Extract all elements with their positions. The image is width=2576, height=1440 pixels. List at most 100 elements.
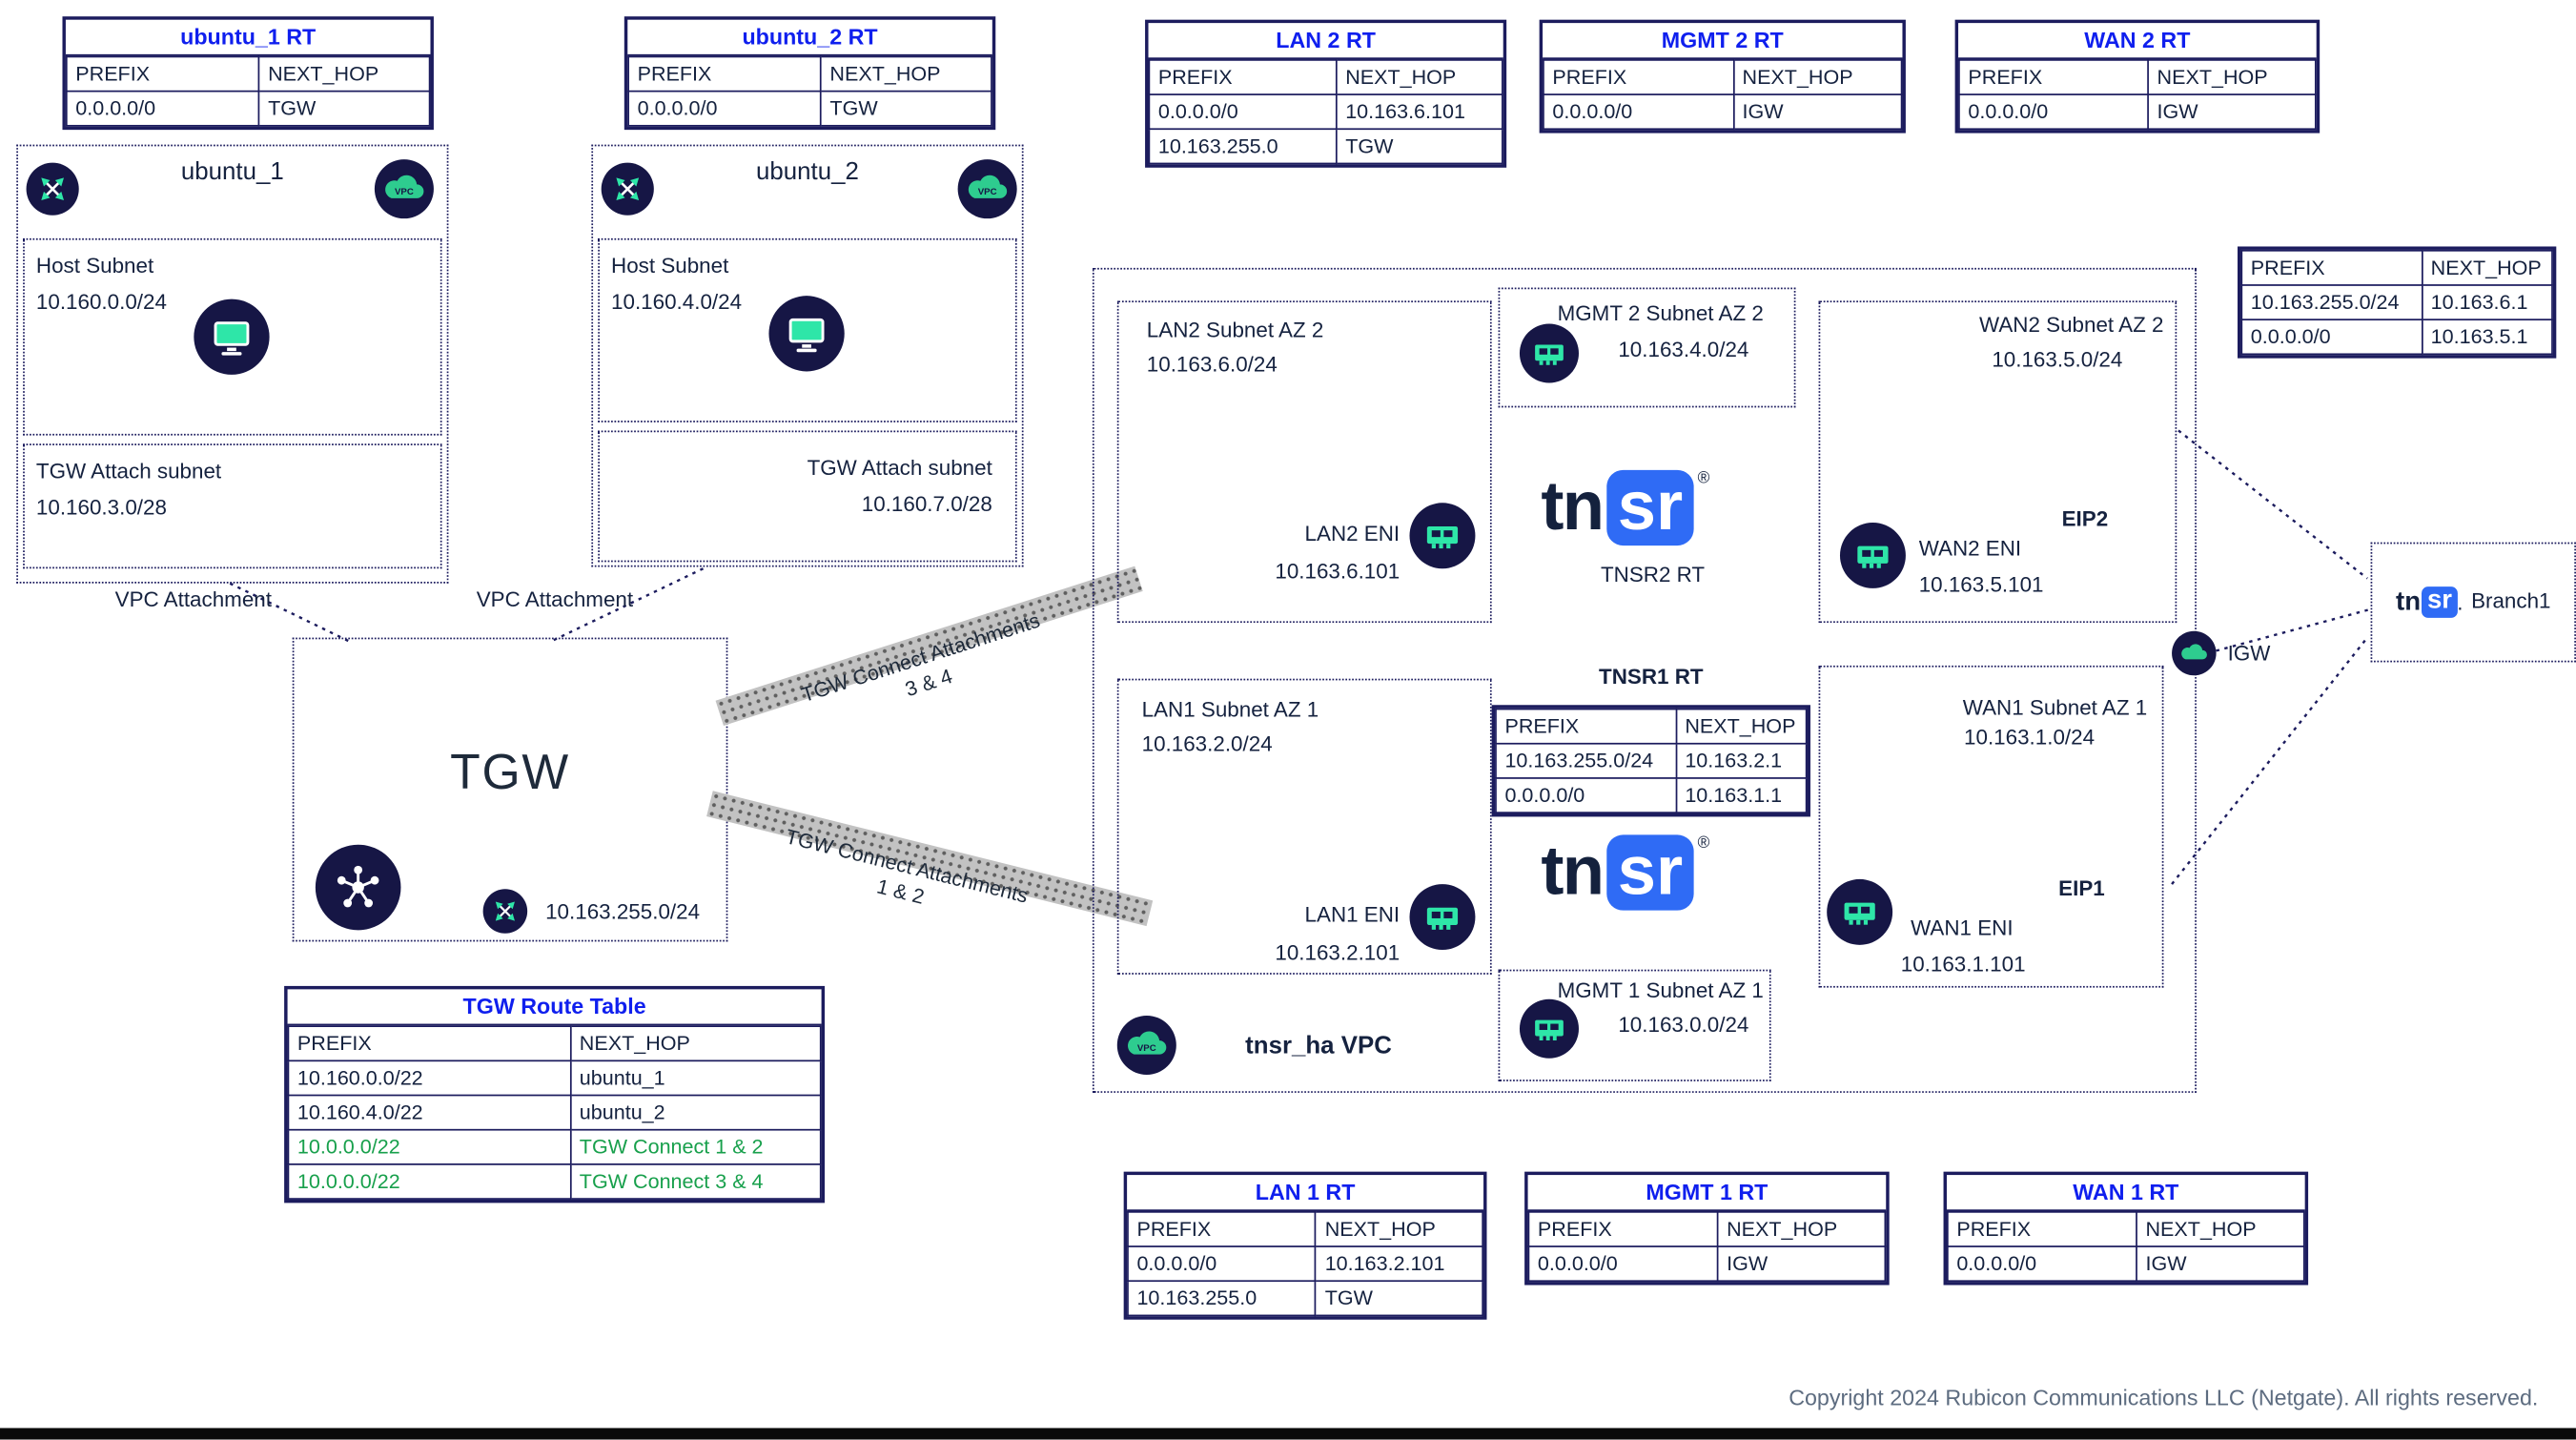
header-cell: PREFIX bbox=[65, 55, 260, 93]
prefix-cell: 0.0.0.0/0 bbox=[1127, 1245, 1318, 1283]
branch1-box: tn sr . Branch1 bbox=[2370, 542, 2576, 663]
eni-card-glyph bbox=[1535, 1019, 1564, 1041]
eip2-label: EIP2 bbox=[2061, 505, 2109, 531]
route-table-mgmt2: MGMT 2 RT PREFIX NEXT_HOP 0.0.0.0/0 IGW bbox=[1539, 19, 1906, 134]
header-cell: PREFIX bbox=[1495, 708, 1677, 745]
prefix-cell: 0.0.0.0/0 bbox=[1543, 93, 1734, 131]
nexthop-cell: ubuntu_1 bbox=[569, 1059, 822, 1097]
prefix-cell: 0.0.0.0/0 bbox=[1148, 93, 1338, 131]
subnet-box-mgmt2 bbox=[1498, 287, 1796, 408]
subnet-name: MGMT 2 Subnet AZ 2 bbox=[1557, 300, 1764, 326]
subnet-box-lan2 bbox=[1116, 300, 1492, 624]
subnet-name: MGMT 1 Subnet AZ 1 bbox=[1557, 977, 1764, 1003]
cross-arrows-glyph bbox=[41, 177, 64, 201]
prefix-cell: 10.160.0.0/22 bbox=[287, 1059, 572, 1097]
route-row: 10.163.255.0/24 10.163.6.1 bbox=[2240, 284, 2553, 321]
header-cell: NEXT_HOP bbox=[2136, 1210, 2305, 1247]
route-row: 0.0.0.0/0 10.163.2.101 bbox=[1127, 1245, 1484, 1283]
route-row: 10.0.0.0/22 TGW Connect 3 & 4 bbox=[287, 1163, 822, 1200]
route-row: 10.163.255.0 TGW bbox=[1127, 1280, 1484, 1317]
subnet-cidr: 10.163.1.0/24 bbox=[1964, 724, 2096, 750]
nexthop-cell: IGW bbox=[1732, 93, 1903, 131]
nexthop-cell: 10.163.1.1 bbox=[1674, 777, 1808, 813]
cross-arrows-icon bbox=[601, 162, 654, 216]
subnet-box-mgmt1 bbox=[1498, 969, 1771, 1081]
subnet-name: LAN2 Subnet AZ 2 bbox=[1146, 317, 1324, 342]
eni-card-glyph bbox=[1426, 907, 1459, 930]
route-table-title: WAN 2 RT bbox=[1958, 23, 2317, 60]
vpc-box-ubuntu1 bbox=[16, 144, 449, 584]
eni-card-icon bbox=[1409, 884, 1476, 951]
route-table-grid: PREFIX NEXT_HOP 0.0.0.0/0 TGW bbox=[65, 55, 431, 127]
cross-arrows-icon bbox=[482, 889, 528, 934]
eni-card-icon bbox=[1519, 323, 1579, 383]
route-table-title: ubuntu_2 RT bbox=[627, 20, 992, 56]
vpc-cloud-glyph: VPC bbox=[968, 175, 1008, 198]
nexthop-cell: TGW bbox=[1335, 128, 1503, 165]
cross-arrows-icon bbox=[26, 162, 79, 216]
route-table-grid: PREFIX NEXT_HOP 10.160.0.0/22 ubuntu_1 1… bbox=[287, 1025, 822, 1200]
vpc-attachment-label: VPC Attachment bbox=[476, 586, 634, 612]
eip1-label: EIP1 bbox=[2058, 875, 2105, 901]
route-row: 10.163.255.0/24 10.163.2.1 bbox=[1495, 742, 1808, 779]
cross-arrows-glyph bbox=[616, 177, 640, 201]
vpc-cloud-icon: VPC bbox=[1116, 1015, 1176, 1075]
header-cell: PREFIX bbox=[1148, 59, 1338, 95]
route-table-title: ubuntu_1 RT bbox=[65, 20, 431, 56]
route-row: 0.0.0.0/0 10.163.5.1 bbox=[2240, 319, 2553, 356]
monitor-glyph bbox=[214, 321, 250, 356]
route-row: 0.0.0.0/0 IGW bbox=[1958, 93, 2317, 131]
prefix-cell: 0.0.0.0/0 bbox=[1958, 93, 2149, 131]
header-cell: NEXT_HOP bbox=[569, 1025, 822, 1062]
header-cell: NEXT_HOP bbox=[1716, 1210, 1887, 1247]
header-cell: NEXT_HOP bbox=[1732, 59, 1903, 95]
route-row: 10.0.0.0/22 TGW Connect 1 & 2 bbox=[287, 1128, 822, 1165]
subnet-box-ubuntu2-tgw-attach bbox=[598, 430, 1017, 563]
eni-card-icon bbox=[1409, 503, 1476, 569]
subnet-name: LAN1 Subnet AZ 1 bbox=[1141, 696, 1319, 722]
host-monitor-icon bbox=[194, 298, 270, 375]
nexthop-cell: IGW bbox=[2136, 1245, 2305, 1283]
connector-igw-branch bbox=[2216, 608, 2370, 652]
prefix-cell: 10.0.0.0/22 bbox=[287, 1163, 572, 1200]
route-table-grid: PREFIX NEXT_HOP 0.0.0.0/0 IGW bbox=[1527, 1210, 1887, 1283]
route-table-ubuntu2: ubuntu_2 RT PREFIX NEXT_HOP 0.0.0.0/0 TG… bbox=[624, 16, 996, 131]
eni-label: WAN2 ENI bbox=[1918, 535, 2022, 561]
tnsr2-rt-caption: TNSR2 RT bbox=[1600, 562, 1706, 587]
subnet-label: Host Subnet bbox=[611, 253, 729, 278]
eni-card-icon bbox=[1827, 878, 1893, 945]
route-table-tgw: TGW Route Table PREFIX NEXT_HOP 10.160.0… bbox=[284, 985, 826, 1203]
route-table-grid: PREFIX NEXT_HOP 0.0.0.0/0 TGW bbox=[627, 55, 992, 127]
nexthop-cell: TGW Connect 3 & 4 bbox=[569, 1163, 822, 1200]
prefix-cell: 10.163.255.0 bbox=[1148, 128, 1338, 165]
tnsr-logo-2: tn sr ® bbox=[1541, 469, 1709, 546]
route-row: 0.0.0.0/0 TGW bbox=[627, 90, 992, 127]
monitor-glyph bbox=[788, 318, 825, 353]
subnet-box-wan2 bbox=[1818, 300, 2177, 624]
tnsr-ha-vpc-label: tnsr_ha VPC bbox=[1245, 1032, 1392, 1060]
igw-cloud-icon bbox=[2172, 630, 2217, 676]
tgw-title: TGW bbox=[450, 746, 570, 801]
registered-mark: ® bbox=[1697, 834, 1710, 854]
header-row: PREFIX NEXT_HOP bbox=[627, 55, 992, 93]
subnet-cidr: 10.163.2.0/24 bbox=[1141, 730, 1273, 756]
header-cell: PREFIX bbox=[1958, 59, 2149, 95]
header-row: PREFIX NEXT_HOP bbox=[2240, 249, 2553, 286]
route-table-ubuntu1: ubuntu_1 RT PREFIX NEXT_HOP 0.0.0.0/0 TG… bbox=[62, 16, 434, 131]
subnet-label: TGW Attach subnet bbox=[35, 458, 222, 483]
eni-ip: 10.163.5.101 bbox=[1918, 571, 2044, 597]
route-table-grid: PREFIX NEXT_HOP 0.0.0.0/0 IGW bbox=[1958, 59, 2317, 131]
header-cell: PREFIX bbox=[1543, 59, 1734, 95]
route-table-grid: PREFIX NEXT_HOP 0.0.0.0/0 10.163.2.101 1… bbox=[1127, 1210, 1484, 1317]
nexthop-cell: TGW Connect 1 & 2 bbox=[569, 1128, 822, 1165]
host-monitor-icon bbox=[768, 296, 845, 372]
connector-ubuntu2-tgw bbox=[551, 567, 705, 643]
header-cell: NEXT_HOP bbox=[1315, 1210, 1484, 1247]
tgw-hub-glyph bbox=[337, 865, 379, 908]
route-table-tnsr2: PREFIX NEXT_HOP 10.163.255.0/24 10.163.6… bbox=[2237, 246, 2557, 359]
route-row: 0.0.0.0/0 TGW bbox=[65, 90, 431, 127]
vpc-cloud-icon: VPC bbox=[957, 159, 1017, 219]
route-row: 10.160.0.0/22 ubuntu_1 bbox=[287, 1059, 822, 1097]
route-table-wan1: WAN 1 RT PREFIX NEXT_HOP 0.0.0.0/0 IGW bbox=[1943, 1171, 2309, 1286]
